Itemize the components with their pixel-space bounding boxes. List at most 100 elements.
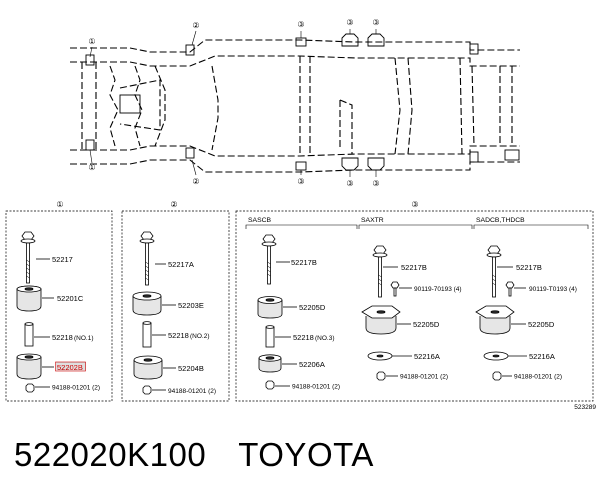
panel-2-number: ② bbox=[170, 200, 177, 209]
cushion-52203e-icon bbox=[132, 291, 162, 316]
cushion-52205d-b-icon bbox=[361, 305, 401, 335]
bolt-90119-b-icon bbox=[390, 281, 400, 297]
panel-3-number: ③ bbox=[411, 200, 418, 209]
label-52217a: 52217A bbox=[168, 260, 194, 269]
spacer-52218-no3-icon bbox=[265, 325, 275, 348]
panel-1-number: ① bbox=[56, 200, 63, 209]
label-52205d-a: 52205D bbox=[299, 303, 326, 312]
label-52218-no2: 52218 bbox=[168, 331, 189, 340]
nut-94188-p2-icon bbox=[142, 385, 152, 395]
label-52217b-b: 52217B bbox=[401, 263, 427, 272]
front-crossmember bbox=[81, 62, 97, 150]
vehicle-frame bbox=[70, 39, 520, 173]
label-90119-c: 90119-T0193 (4) bbox=[529, 286, 577, 293]
nut-94188-3a-icon bbox=[265, 380, 275, 390]
panel-3c-labels: 52217B 90119-T0193 (4) 52205D 52216A 941… bbox=[514, 263, 577, 381]
panel-3c-parts bbox=[475, 245, 527, 381]
header-saxtr: SAXTR bbox=[361, 217, 384, 224]
highlight-52202b bbox=[55, 361, 86, 372]
cushion-52201c-icon bbox=[16, 285, 42, 312]
label-52218-no3-note: (NO.3) bbox=[315, 335, 335, 342]
callout-top-1: ① bbox=[88, 37, 95, 46]
nut-94188-3b-icon bbox=[376, 371, 386, 381]
panel-2-labels: 52217A 52203E 52218 (NO.2) 52204B 94188-… bbox=[168, 260, 216, 395]
crossmember-5 bbox=[394, 57, 413, 155]
label-94188-3c: 94188-01201 (2) bbox=[514, 374, 562, 381]
cushion-52206a-icon bbox=[258, 354, 282, 373]
label-90119-b: 90119-70193 (4) bbox=[414, 286, 462, 293]
panel-3a-labels: 52217B 52205D 52218 (NO.3) 52206A 94188-… bbox=[291, 258, 340, 391]
frame-rail-upper-inner bbox=[70, 55, 520, 67]
frame-rail-upper bbox=[70, 39, 520, 53]
footer: 522020K100 TOYOTA bbox=[14, 436, 406, 474]
header-sascb: SASCB bbox=[248, 217, 272, 224]
label-52218-no1-note: (NO.1) bbox=[74, 335, 94, 342]
label-52217: 52217 bbox=[52, 255, 73, 264]
panel-3-brackets bbox=[245, 224, 589, 229]
callout-top-2: ② bbox=[192, 21, 199, 30]
callout-bot-2: ② bbox=[192, 177, 199, 186]
cushion-52205d-c-icon bbox=[475, 305, 515, 335]
panel-1-labels: 52217 52201C 52218 (NO.1) 52202B 94188-0… bbox=[52, 255, 100, 392]
diagram-ref-code: 523289 bbox=[574, 404, 596, 411]
panel-3b-labels: 52217B 90119-70193 (4) 52205D 52216A 941… bbox=[400, 263, 462, 381]
label-52216a-c: 52216A bbox=[529, 352, 555, 361]
nut-94188-icon bbox=[25, 383, 35, 393]
part-number: 522020K100 bbox=[14, 436, 207, 473]
washer-52216a-c-icon bbox=[483, 351, 509, 361]
panel-2-frame bbox=[121, 210, 230, 402]
bolt-52217b-c-icon bbox=[486, 245, 502, 298]
front-suspension-frame bbox=[109, 65, 143, 147]
panel-1-parts bbox=[16, 231, 54, 393]
panel-1-frame bbox=[5, 210, 113, 402]
cushion-52202b-icon bbox=[16, 353, 42, 380]
panel-3-headers: SASCB SAXTR SADCB,THDCB bbox=[248, 217, 525, 224]
label-94188-p2: 94188-01201 (2) bbox=[168, 388, 216, 395]
bolt-52217-icon bbox=[20, 231, 36, 284]
spacer-52218-no2-icon bbox=[142, 321, 152, 348]
bolt-52217a-icon bbox=[139, 231, 155, 286]
front-cross-b bbox=[154, 65, 166, 147]
callout-leaders bbox=[89, 29, 377, 177]
crossmember-2 bbox=[211, 65, 219, 151]
callout-bot-3b: ③ bbox=[346, 179, 353, 188]
callout-bot-1: ① bbox=[88, 163, 95, 172]
frame-rail-lower bbox=[70, 145, 520, 157]
frame-brackets bbox=[85, 33, 520, 171]
label-52217b-c: 52217B bbox=[516, 263, 542, 272]
label-52205d-b: 52205D bbox=[413, 320, 440, 329]
front-cross-a bbox=[119, 79, 161, 131]
label-52203e: 52203E bbox=[178, 301, 204, 310]
callout-top-3a: ③ bbox=[297, 20, 304, 29]
panel-3a-parts bbox=[257, 234, 297, 390]
frame-callouts: ① ② ③ ③ ③ ① ② ③ ③ ③ bbox=[88, 18, 379, 188]
label-52205d-c: 52205D bbox=[528, 320, 555, 329]
label-52218-no1: 52218 bbox=[52, 333, 73, 342]
crossmember-4 bbox=[339, 99, 353, 154]
brand-name: TOYOTA bbox=[238, 436, 374, 473]
bolt-52217b-b-icon bbox=[372, 245, 388, 298]
header-sadcb: SADCB,THDCB bbox=[476, 217, 525, 224]
panel-3-frame bbox=[235, 210, 594, 402]
callout-bot-3a: ③ bbox=[297, 177, 304, 186]
panel-3b-parts bbox=[361, 245, 412, 381]
bolt-90119-c-icon bbox=[505, 281, 515, 297]
bolt-52217b-a-icon bbox=[261, 234, 277, 285]
label-52218-no2-note: (NO.2) bbox=[190, 333, 210, 340]
washer-52216a-b-icon bbox=[367, 351, 393, 361]
label-94188-3a: 94188-01201 (2) bbox=[292, 384, 340, 391]
crossmember-6 bbox=[459, 57, 475, 155]
crossmember-rear bbox=[499, 66, 513, 146]
label-52204b: 52204B bbox=[178, 364, 204, 373]
cushion-52205d-a-icon bbox=[257, 296, 283, 319]
cushion-52204b-icon bbox=[133, 355, 163, 380]
callout-top-3c: ③ bbox=[372, 18, 379, 27]
frame-rail-lower-inner bbox=[70, 159, 520, 173]
label-52216a-b: 52216A bbox=[414, 352, 440, 361]
label-52218-no3: 52218 bbox=[293, 333, 314, 342]
label-52202b: 52202B bbox=[57, 363, 83, 372]
spacer-52218-icon bbox=[24, 322, 34, 347]
label-52201c: 52201C bbox=[57, 294, 84, 303]
panel-2-parts bbox=[132, 231, 176, 395]
